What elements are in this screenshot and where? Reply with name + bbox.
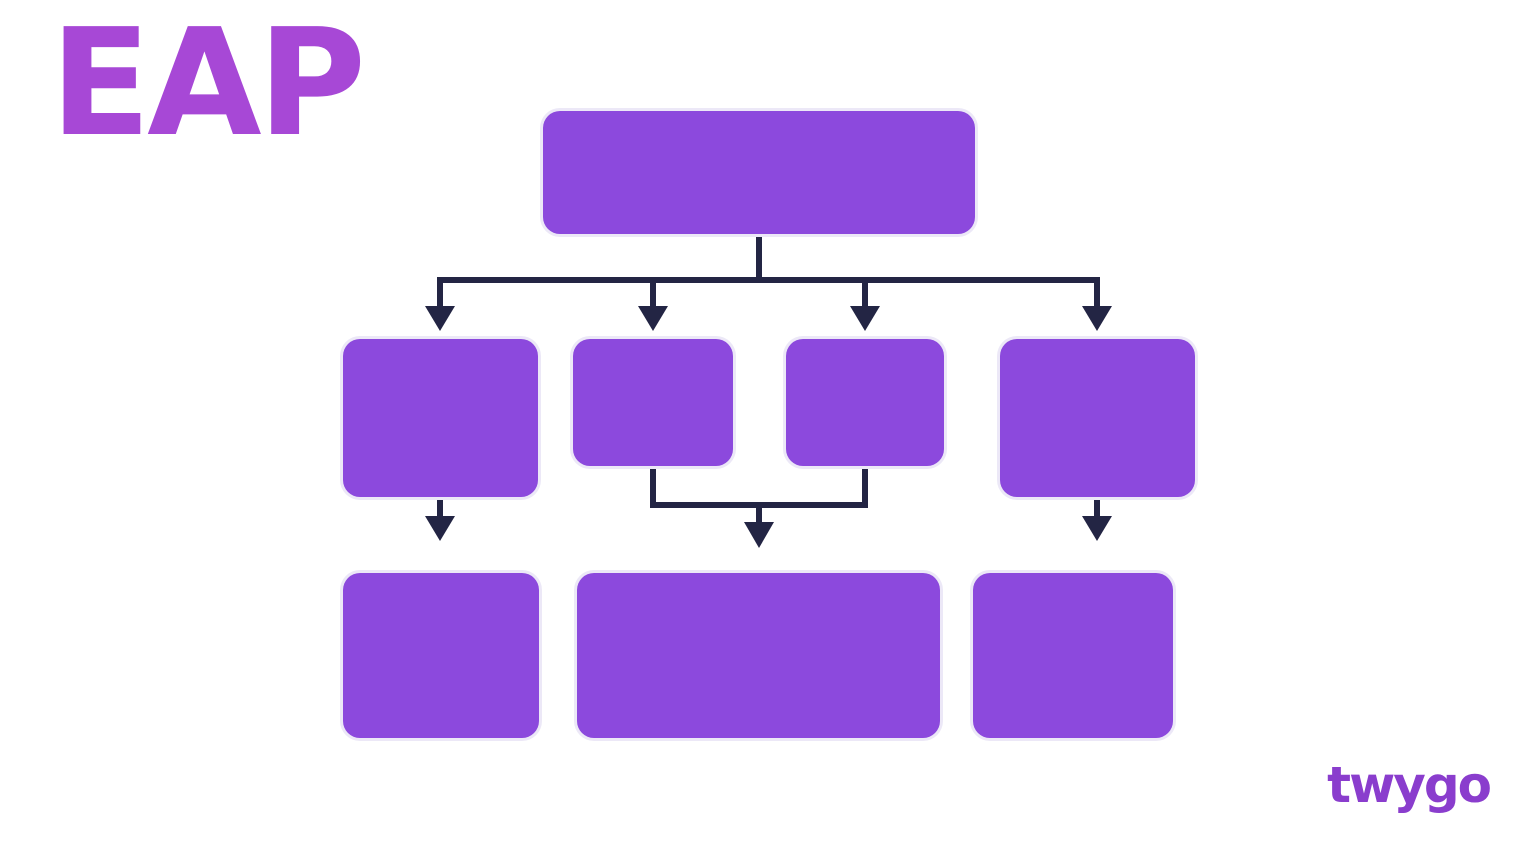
node-branch-1 [343,339,538,497]
arrowhead-branch-2 [638,306,668,331]
arrowhead-branch-4 [1082,306,1112,331]
arrowhead-leaf-1 [425,516,455,541]
page-title: EAP [50,0,366,169]
arrowhead-leaf-3 [1082,516,1112,541]
node-branch-3 [786,339,944,466]
node-root [543,111,975,234]
node-branch-4 [1000,339,1195,497]
arrowhead-leaf-2 [744,522,774,548]
arrowhead-branch-1 [425,306,455,331]
node-leaf-2 [577,573,940,738]
edge-merge-leaf2 [650,468,868,524]
edge-root-bus [437,233,1100,308]
node-leaf-1 [343,573,539,738]
node-leaf-3 [973,573,1173,738]
node-branch-2 [573,339,733,466]
arrowhead-branch-3 [850,306,880,331]
brand-logo: twygo [1327,756,1492,814]
